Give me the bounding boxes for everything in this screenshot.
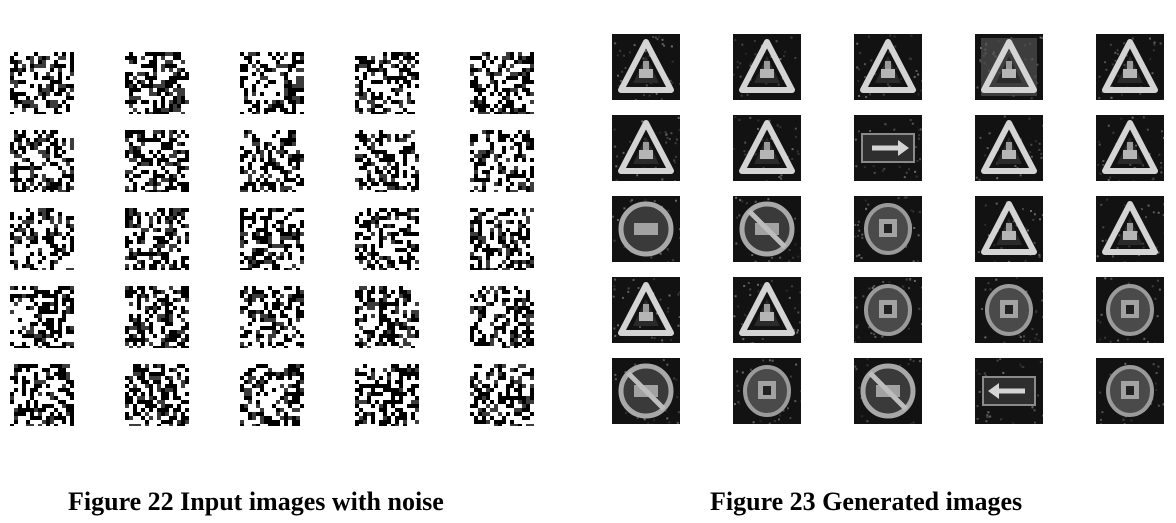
figure-23: Figure 23 Generated images xyxy=(590,0,1176,523)
noise-image xyxy=(240,208,304,270)
noise-image xyxy=(125,364,189,426)
noise-image xyxy=(355,208,419,270)
noise-image xyxy=(10,130,74,192)
noise-image xyxy=(125,286,189,348)
generated-sign-image xyxy=(854,34,922,100)
generated-sign-image xyxy=(854,115,922,181)
generated-sign-image xyxy=(1096,34,1164,100)
generated-sign-image xyxy=(733,277,801,343)
noise-image xyxy=(10,286,74,348)
noise-image xyxy=(355,52,419,114)
noise-image xyxy=(10,364,74,426)
noise-image xyxy=(10,52,74,114)
generated-sign-image xyxy=(854,196,922,262)
generated-sign-image xyxy=(612,277,680,343)
noise-image xyxy=(240,364,304,426)
generated-sign-image xyxy=(975,196,1043,262)
noise-image xyxy=(125,208,189,270)
generated-sign-image xyxy=(1096,196,1164,262)
figure-23-caption: Figure 23 Generated images xyxy=(710,487,1023,516)
noise-image xyxy=(10,208,74,270)
noise-image xyxy=(470,208,534,270)
generated-sign-image xyxy=(612,196,680,262)
generated-sign-image xyxy=(612,34,680,100)
generated-sign-image xyxy=(733,115,801,181)
generated-sign-image xyxy=(975,277,1043,343)
figure-22-caption: Figure 22 Input images with noise xyxy=(68,487,444,516)
generated-sign-image xyxy=(854,358,922,424)
generated-sign-image xyxy=(1096,277,1164,343)
noise-image xyxy=(240,286,304,348)
noise-image xyxy=(470,364,534,426)
noise-image xyxy=(125,52,189,114)
noise-image xyxy=(355,130,419,192)
figure-22: Figure 22 Input images with noise xyxy=(0,0,560,523)
generated-sign-image xyxy=(733,358,801,424)
generated-sign-image xyxy=(1096,115,1164,181)
noise-image xyxy=(355,364,419,426)
noise-image xyxy=(240,52,304,114)
generated-sign-image xyxy=(733,196,801,262)
generated-sign-image xyxy=(1096,358,1164,424)
noise-image xyxy=(470,130,534,192)
generated-sign-image xyxy=(975,358,1043,424)
noise-image xyxy=(355,286,419,348)
noise-image xyxy=(240,130,304,192)
generated-sign-image xyxy=(612,115,680,181)
generated-sign-image xyxy=(975,34,1043,100)
noise-image xyxy=(470,52,534,114)
noise-image xyxy=(470,286,534,348)
generated-sign-image xyxy=(854,277,922,343)
noise-image xyxy=(125,130,189,192)
generated-sign-image xyxy=(975,115,1043,181)
generated-sign-image xyxy=(733,34,801,100)
generated-sign-image xyxy=(612,358,680,424)
